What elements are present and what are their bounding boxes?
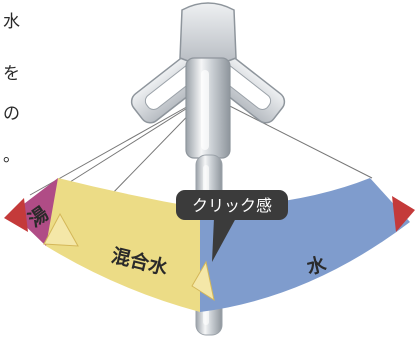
divider-arrow-hot-mixed — [43, 212, 79, 247]
divider-arrows — [43, 212, 215, 302]
faucet-body-highlight — [201, 70, 209, 150]
guide-line-cold — [207, 94, 373, 179]
side-text-line-2: を — [3, 64, 20, 84]
guide-line-hot-outer — [29, 94, 209, 196]
side-text-line-4: 。 — [3, 146, 20, 166]
callout-pointer — [212, 218, 236, 262]
band-mixed — [46, 178, 200, 312]
click-feel-callout: クリック感 — [176, 190, 288, 262]
side-text-line-1: 水 — [3, 12, 20, 32]
end-arrows — [4, 196, 415, 232]
callout-box — [176, 190, 288, 220]
lever-head — [179, 2, 237, 65]
divider-arrow-mixed-cold — [191, 260, 215, 302]
arrow-hot-end — [4, 198, 28, 232]
callout-label: クリック感 — [192, 196, 272, 215]
arrow-cold-end — [392, 196, 415, 232]
guide-line-hot-inner — [69, 94, 209, 183]
side-text-line-3: の — [3, 104, 20, 124]
